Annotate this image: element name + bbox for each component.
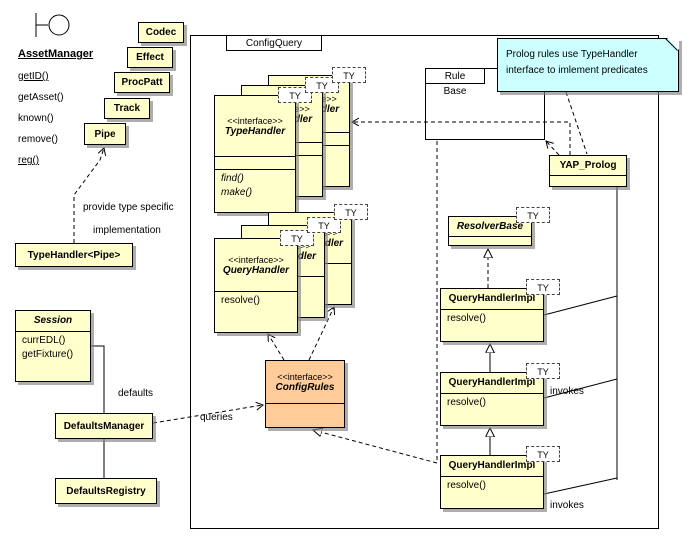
template-param-ty: TY bbox=[280, 230, 314, 246]
track-name: Track bbox=[113, 103, 141, 114]
class-defaultsregistry: DefaultsRegistry bbox=[55, 478, 157, 504]
interface-name: TypeHandler bbox=[224, 125, 286, 137]
session-name: Session bbox=[33, 315, 73, 326]
label-invokes-1: invokes bbox=[550, 386, 584, 397]
template-param-ty: TY bbox=[278, 87, 312, 103]
method-resolve: resolve() bbox=[447, 480, 486, 491]
defaultsmanager-name: DefaultsManager bbox=[63, 420, 145, 432]
impl-name: QueryHandlerImpl bbox=[448, 377, 536, 388]
template-param-ty: TY bbox=[334, 204, 368, 220]
method-resolve: resolve() bbox=[447, 313, 486, 324]
config-query-frame bbox=[190, 35, 659, 529]
defaultsregistry-name: DefaultsRegistry bbox=[66, 485, 146, 497]
method-getfixture: getFixture() bbox=[22, 349, 74, 360]
class-typehandler: <<interface>> TypeHandler find() make() bbox=[214, 95, 296, 213]
stereotype: <<interface>> bbox=[228, 254, 284, 265]
pipe-name: Pipe bbox=[94, 128, 116, 140]
note-prolog-rules: Prolog rules use TypeHandler interface t… bbox=[497, 38, 679, 92]
codec-name: Codec bbox=[145, 27, 177, 38]
rule-base-frame-label: Rule Base bbox=[425, 68, 485, 97]
class-typehandler-pipe: TypeHandler<Pipe> bbox=[15, 243, 133, 267]
label-implementation: implementation bbox=[93, 225, 161, 236]
class-session: Session currEDL() getFixture() bbox=[15, 310, 91, 382]
interface-name: QueryHandler bbox=[222, 264, 290, 276]
template-param-ty: TY bbox=[516, 207, 550, 223]
template-param-ty: TY bbox=[307, 217, 341, 233]
interface-name: ConfigRules bbox=[275, 381, 335, 393]
class-assetmanager: AssetManager getID() getAsset() known() … bbox=[18, 48, 113, 171]
class-procpatt: ProcPatt bbox=[114, 72, 170, 93]
boundary-actor-icon bbox=[35, 13, 70, 37]
method-resolve: resolve() bbox=[221, 295, 260, 306]
class-yapprolog: YAP_Prolog bbox=[549, 155, 627, 187]
class-track: Track bbox=[104, 98, 150, 119]
typehandler-pipe-name: TypeHandler<Pipe> bbox=[27, 249, 121, 261]
method-curredl: currEDL() bbox=[22, 335, 66, 346]
config-query-frame-label: ConfigQuery bbox=[226, 35, 322, 51]
template-param-ty: TY bbox=[305, 77, 339, 93]
method-make: make() bbox=[221, 187, 253, 198]
impl-name: QueryHandlerImpl bbox=[448, 460, 536, 471]
assetmanager-name: AssetManager bbox=[18, 48, 94, 60]
stereotype: <<interface>> bbox=[227, 115, 283, 126]
note-fold-corner bbox=[667, 38, 679, 50]
class-queryhandlerimpl-1: QueryHandlerImpl resolve() bbox=[440, 288, 544, 342]
label-queries: queries bbox=[200, 412, 233, 423]
class-pipe: Pipe bbox=[84, 123, 126, 145]
assetmanager-methods: getID() getAsset() known() remove() reg(… bbox=[18, 66, 113, 171]
template-param-ty: TY bbox=[332, 67, 366, 83]
method-find: find() bbox=[221, 173, 244, 184]
label-provide-type-specific: provide type specific bbox=[83, 202, 174, 213]
class-queryhandlerimpl-3: QueryHandlerImpl resolve() bbox=[440, 455, 544, 509]
template-param-ty: TY bbox=[526, 363, 560, 379]
method-known: known() bbox=[18, 113, 54, 124]
procpatt-name: ProcPatt bbox=[121, 77, 163, 88]
method-resolve: resolve() bbox=[447, 397, 486, 408]
class-queryhandlerimpl-2: QueryHandlerImpl resolve() bbox=[440, 372, 544, 426]
impl-name: QueryHandlerImpl bbox=[448, 293, 536, 304]
method-remove: remove() bbox=[18, 134, 59, 145]
method-getid: getID() bbox=[18, 71, 49, 82]
yapprolog-name: YAP_Prolog bbox=[559, 160, 617, 171]
stereotype: <<interface>> bbox=[277, 371, 333, 382]
class-configrules: <<interface>> ConfigRules bbox=[265, 360, 345, 428]
class-defaultsmanager: DefaultsManager bbox=[55, 413, 153, 439]
class-effect: Effect bbox=[127, 47, 173, 68]
method-getasset: getAsset() bbox=[18, 92, 64, 103]
label-invokes-2: invokes bbox=[550, 500, 584, 511]
template-param-ty: TY bbox=[526, 446, 560, 462]
resolverbase-name: ResolverBase bbox=[456, 221, 524, 232]
template-param-ty: TY bbox=[526, 279, 560, 295]
class-queryhandler: <<interface>> QueryHandler resolve() bbox=[214, 238, 298, 333]
note-line-2: interface to imlement predicates bbox=[506, 65, 648, 76]
effect-name: Effect bbox=[136, 52, 164, 63]
note-line-1: Prolog rules use TypeHandler bbox=[506, 49, 638, 60]
method-reg: reg() bbox=[18, 155, 40, 166]
class-codec: Codec bbox=[138, 22, 184, 43]
label-defaults: defaults bbox=[118, 388, 154, 399]
